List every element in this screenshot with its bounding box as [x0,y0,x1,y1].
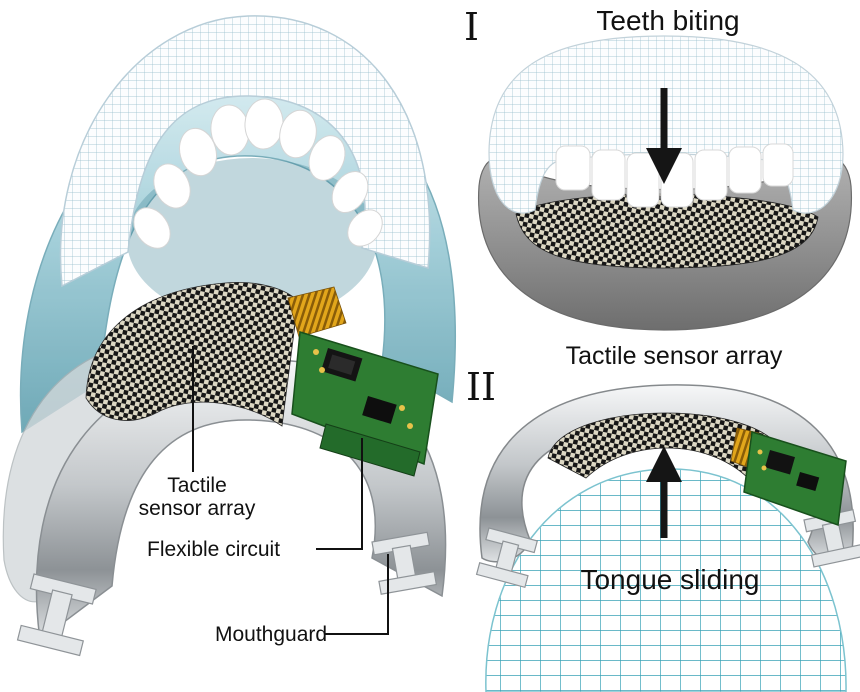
panel-i-title: Teeth biting [596,5,739,36]
mouthguard-channel-end-left [16,573,97,657]
teeth-arch [59,15,431,288]
tactile-sensor-array-label-line1: Tactile [167,474,227,497]
mouthguard-silver-body [479,384,854,563]
gold-connector-ribbon [287,286,347,338]
teeth-row [555,143,794,208]
panel-teeth-biting: I Teeth biting [464,5,853,331]
down-arrow-icon [646,88,682,184]
panel-ii-numeral: II [466,365,496,409]
ic-chip [362,396,397,424]
panel-tongue-sliding: Tactile sensor array II Tongue sliding [466,342,860,692]
ic-chip [796,472,820,491]
up-arrow-icon [646,446,682,538]
mouthguard-channel-end-right [371,531,438,595]
mouthguard-label: Mouthguard [215,623,327,646]
panel-i-numeral: I [464,5,479,49]
teeth-crowns [133,98,383,249]
ic-chip [765,450,795,475]
flexible-circuit-label: Flexible circuit [147,538,280,561]
tongue-sliding-caption: Tongue sliding [580,564,759,595]
tactile-sensor-array-label-line2: sensor array [139,497,256,520]
mouthguard-teal-trough [127,158,377,322]
leader-line-flexible-circuit [316,438,363,550]
flexible-circuit [730,427,847,527]
solder-pads [757,449,767,471]
mouthguard-silver-highlight [124,424,374,541]
mouthguard-channel-end-left [475,527,539,589]
mouthguard-channel-end-right [803,508,860,568]
ic-chip [320,348,363,382]
solder-pads [313,349,413,429]
flexible-circuit [287,286,439,477]
exploded-view-panel: Tactile sensor array Flexible circuit Mo… [2,15,456,657]
teeth-model [59,15,431,288]
pcb-sub-board [319,423,421,477]
leader-line-mouthguard [324,554,389,635]
panel-ii-title: Tactile sensor array [566,342,783,370]
